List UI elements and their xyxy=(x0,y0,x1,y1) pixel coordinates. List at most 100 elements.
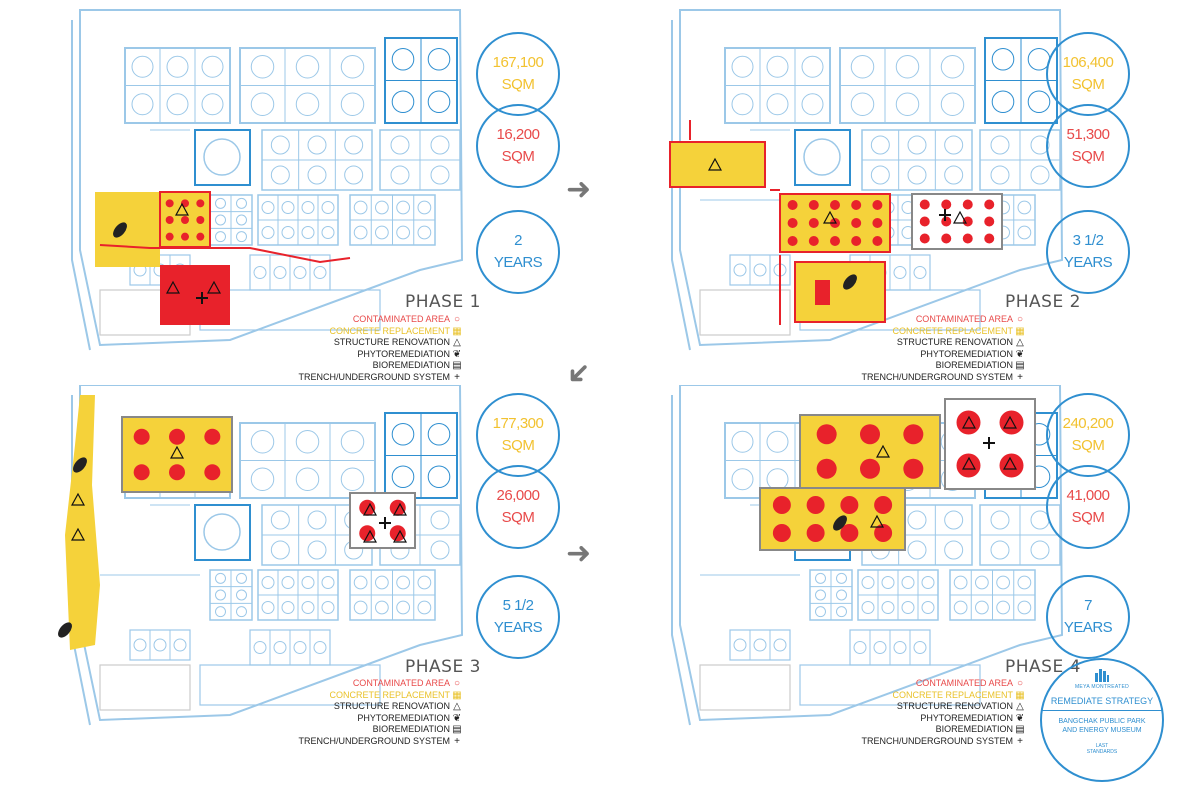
contaminated-tank xyxy=(840,524,859,542)
contaminated-tank xyxy=(165,216,174,224)
tank xyxy=(733,638,747,652)
tank xyxy=(766,93,789,116)
tank xyxy=(293,641,307,654)
tank xyxy=(921,576,935,589)
tank xyxy=(975,575,989,590)
tank xyxy=(250,92,275,116)
concrete-zone xyxy=(95,192,160,267)
tank xyxy=(913,641,927,654)
road xyxy=(671,20,691,351)
tank xyxy=(270,510,290,530)
tank xyxy=(295,430,320,454)
contaminated-tank xyxy=(169,464,185,481)
triangle-icon xyxy=(362,529,378,543)
hatch-icon: ▦ xyxy=(452,325,462,337)
tank xyxy=(166,55,189,78)
tank xyxy=(430,165,450,185)
tank xyxy=(321,576,335,589)
tank xyxy=(375,200,389,215)
tank xyxy=(270,135,290,155)
contaminated-tank xyxy=(851,200,862,210)
building xyxy=(699,289,791,336)
triangle-icon xyxy=(961,415,977,429)
tank xyxy=(133,638,147,652)
contaminated-tank xyxy=(169,428,185,445)
concrete-zone xyxy=(121,416,233,493)
contaminated-tank xyxy=(165,199,174,208)
tank xyxy=(895,55,920,79)
contaminated-tank xyxy=(133,464,150,481)
tank xyxy=(281,576,295,589)
tank xyxy=(153,638,167,652)
tank xyxy=(881,576,895,589)
building xyxy=(199,664,381,706)
contaminated-tank xyxy=(204,464,221,481)
tank xyxy=(301,201,315,214)
contaminated-tank xyxy=(903,458,924,479)
building xyxy=(794,129,851,186)
contaminated-tank xyxy=(808,218,819,228)
contaminated-tank xyxy=(874,524,893,542)
tank xyxy=(801,93,824,116)
tank xyxy=(301,601,315,614)
circle-icon: ○ xyxy=(453,678,461,689)
tank xyxy=(344,165,364,185)
tank xyxy=(396,200,410,215)
tank xyxy=(203,513,241,551)
tank xyxy=(427,465,451,489)
contaminated-tank xyxy=(787,218,798,228)
tank xyxy=(427,47,451,71)
contaminated-tank xyxy=(956,410,981,435)
tank xyxy=(321,601,335,614)
tank xyxy=(281,201,295,214)
triangle-icon xyxy=(392,502,408,516)
tank xyxy=(215,606,226,618)
phase-3-panel: PHASE 3 CONTAMINATED AREA○ CONCRETE REPL… xyxy=(0,385,600,775)
contaminated-tank xyxy=(808,200,819,210)
tank xyxy=(861,576,875,589)
tank xyxy=(1030,165,1050,185)
tank xyxy=(215,589,226,601)
tank xyxy=(1027,90,1051,114)
tank xyxy=(861,601,875,614)
triangle-icon xyxy=(174,202,190,216)
tank xyxy=(236,572,247,584)
triangle-icon xyxy=(165,280,181,294)
contaminated-tank xyxy=(165,232,174,241)
contaminated-tank xyxy=(196,199,205,208)
tank xyxy=(301,226,315,239)
tank xyxy=(907,510,927,530)
tank xyxy=(391,90,415,114)
plus-icon: + xyxy=(454,371,460,383)
tank xyxy=(991,47,1015,71)
tank xyxy=(396,600,410,615)
tank xyxy=(250,430,275,454)
tank xyxy=(295,92,320,116)
leaf-icon: ❦ xyxy=(1015,712,1025,724)
tank xyxy=(131,55,154,78)
tank xyxy=(815,572,826,584)
tank xyxy=(996,600,1010,615)
phase-2-site-plan xyxy=(669,9,1064,351)
phase-2-panel: PHASE 2 CONTAMINATED AREA○ CONCRETE REPL… xyxy=(600,0,1200,390)
building xyxy=(799,664,981,706)
circle-icon: ○ xyxy=(453,314,461,325)
tank xyxy=(430,510,450,530)
tank xyxy=(873,641,887,654)
contaminated-tank xyxy=(872,200,883,210)
tank xyxy=(396,575,410,590)
contaminated-tank xyxy=(984,216,995,227)
tank xyxy=(417,200,432,215)
tank xyxy=(313,641,327,654)
badge-title: REMEDIATE STRATEGY xyxy=(1042,696,1162,711)
tank xyxy=(261,601,275,614)
legend: CONTAMINATED AREA○ CONCRETE REPLACEMENT▦… xyxy=(298,314,462,383)
tank xyxy=(353,575,368,590)
trench xyxy=(689,120,781,325)
tank xyxy=(250,55,275,79)
tank xyxy=(250,467,275,491)
tank xyxy=(203,138,241,176)
